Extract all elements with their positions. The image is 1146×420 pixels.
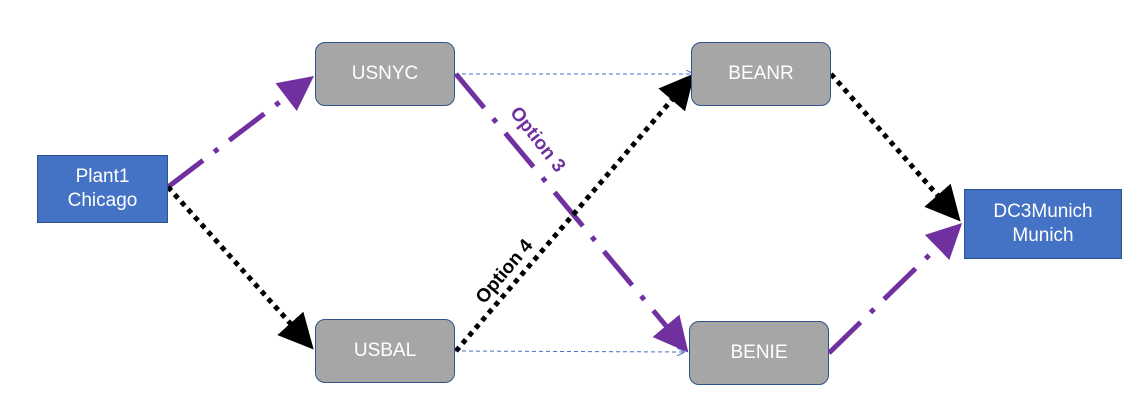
edge-plant-usbal (166, 185, 314, 350)
node-usnyc[interactable]: USNYC (315, 42, 455, 106)
node-beanr-label: BEANR (728, 63, 794, 84)
edge-plant-usnyc (166, 75, 314, 189)
node-plant1-chicago[interactable]: Plant1 Chicago (37, 155, 168, 223)
edge-benie-dc (827, 223, 963, 355)
node-usbal[interactable]: USBAL (315, 319, 455, 383)
node-dc3munich-line2: Munich (1012, 225, 1074, 246)
edge-usbal-benie (454, 351, 684, 352)
edge-beanr-dc (829, 72, 961, 222)
node-plant1-line2: Chicago (67, 190, 138, 211)
node-benie[interactable]: BENIE (689, 321, 829, 385)
node-dc3munich-line1: DC3Munich (993, 201, 1093, 222)
edge-usnyc-benie (454, 72, 689, 353)
node-benie-label: BENIE (730, 342, 788, 363)
node-beanr[interactable]: BEANR (691, 42, 831, 106)
option-3-label: Option 3 (505, 103, 569, 177)
node-plant1-line1: Plant1 (75, 166, 130, 187)
node-usnyc-label: USNYC (351, 63, 419, 84)
node-usbal-label: USBAL (353, 340, 417, 361)
node-dc3munich[interactable]: DC3Munich Munich (964, 189, 1122, 259)
